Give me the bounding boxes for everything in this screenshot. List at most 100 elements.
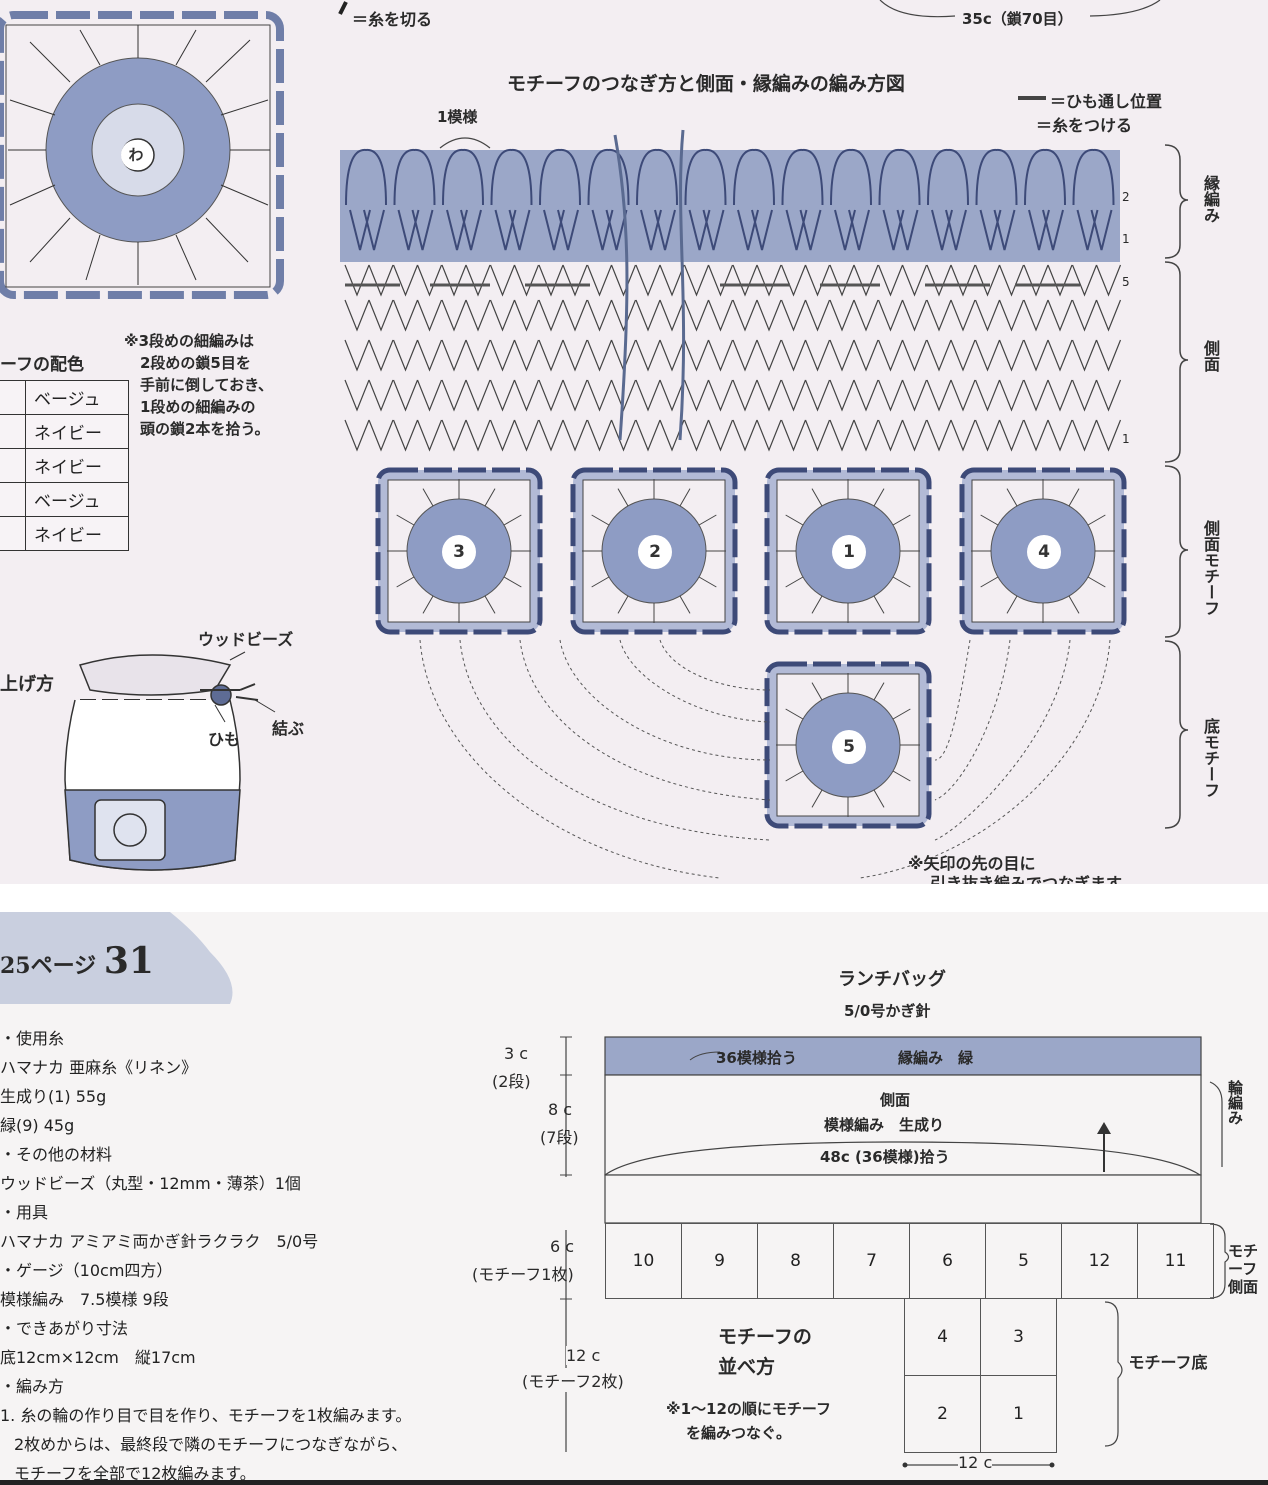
dim-motif1: (モチーフ1枚) [472, 1265, 574, 1284]
section-bottom-motif-label: 底モチーフ [1201, 718, 1220, 798]
dim-motif2: (モチーフ2枚) [522, 1368, 624, 1392]
hook-size: 5/0号かぎ針 [844, 1002, 931, 1020]
side-label: 側面 [880, 1091, 911, 1109]
finished-bag-illustration [64, 651, 276, 871]
dim-3c: 3 c [504, 1044, 529, 1063]
edge-label: 縁編み 緑 [898, 1049, 974, 1067]
note-line: 手前に倒しておき、 [140, 376, 274, 394]
material-line: ・ゲージ（10cm四方） [0, 1261, 173, 1280]
note-line: 2段めの鎖5目を [140, 354, 251, 372]
material-line: ・編み方 [0, 1377, 65, 1396]
row3-note: ※3段めの細編みは 2段めの鎖5目を 手前に倒しておき、 1段めの細編みの 頭の… [124, 330, 273, 440]
row-number: 2 [1122, 190, 1130, 204]
page-ref: 25ページ 31 [0, 940, 154, 982]
one-pattern-label: 1模様 [437, 108, 478, 126]
motif-cell: 9 [681, 1223, 758, 1299]
dim-bottom-12c: 12 c [958, 1453, 993, 1472]
lunch-bag-diagram [0, 912, 1230, 1468]
section-braces [1164, 144, 1189, 829]
dim-7rows: (7段) [540, 1128, 579, 1147]
motif-number-1: 1 [832, 535, 866, 569]
color-table-title: ーフの配色 [0, 355, 84, 375]
dim-12c: 12 c [566, 1346, 601, 1365]
join-arrows [419, 639, 1111, 879]
note-line: 頭の鎖2本を拾う。 [140, 420, 270, 438]
motif-cell: 4 [904, 1298, 981, 1376]
side-pattern: 模様編み 生成り [824, 1116, 945, 1134]
arrange-note-2: を編みつなぐ。 [686, 1424, 792, 1442]
motif-cell: 8 [757, 1223, 834, 1299]
material-line: 模様編み 7.5模様 9段 [0, 1290, 169, 1309]
arrange-title-2: 並べ方 [718, 1356, 776, 1378]
page-ref-text: 25ページ [0, 953, 97, 979]
section-edge-label: 縁編み [1201, 175, 1220, 223]
page-number: 31 [103, 940, 154, 982]
arrange-title: モチーフの [718, 1326, 812, 1348]
motif-cell: 3 [980, 1298, 1057, 1376]
dim-2rows: (2段) [492, 1072, 531, 1091]
stitch-rows [344, 264, 1122, 452]
motif-cell: 7 [833, 1223, 910, 1299]
finish-title: 上げ方 [0, 674, 54, 695]
motif-cell: 2 [904, 1375, 981, 1453]
motif-number-4: 4 [1027, 535, 1061, 569]
material-line: ハマナカ アミアミ両かぎ針ラクラク 5/0号 [0, 1232, 319, 1251]
label-string: ひも [208, 730, 241, 749]
material-line: 底12cm×12cm 縦17cm [0, 1348, 196, 1367]
label-tie: 結ぶ [272, 719, 305, 738]
motif-cell: 12 [1061, 1223, 1138, 1299]
material-line: ・用具 [0, 1203, 49, 1222]
edge-band [340, 148, 1120, 262]
legend-attach-yarn: ＝糸をつける [1036, 116, 1133, 135]
color-cell: ベージュ [25, 482, 129, 517]
material-line: ・その他の材料 [0, 1145, 113, 1164]
ring-edge-label: 輪編み [1226, 1080, 1244, 1125]
label-wood-beads: ウッドビーズ [198, 630, 294, 649]
material-line: ・できあがり寸法 [0, 1319, 129, 1338]
section-side-motif-label: 側面モチーフ [1201, 520, 1220, 616]
diagram-title: モチーフのつなぎ方と側面・縁編みの編み方図 [507, 73, 905, 95]
row-number: 1 [1122, 432, 1130, 446]
measure-top: 35c（鎖70目） [962, 8, 1073, 29]
motif-squares [375, 467, 1127, 829]
bottom-edge-bar [0, 1480, 1268, 1485]
material-line: モチーフを全部で12枚編みます。 [14, 1464, 256, 1482]
motif-cell: 1 [980, 1375, 1057, 1453]
color-table: ベージュ ネイビー ネイビー ベージュ ネイビー [0, 380, 129, 551]
motif-number-2: 2 [638, 535, 672, 569]
row-number: 1 [1122, 232, 1130, 246]
motif-cell: 6 [909, 1223, 986, 1299]
color-cell: ネイビー [25, 414, 129, 449]
motif-cell: 11 [1137, 1223, 1214, 1299]
arrow-note-2: 引き抜き編みでつなぎます [930, 874, 1123, 884]
bottom-motif-grid: 4 3 2 1 [904, 1298, 1057, 1453]
arrow-note: ※矢印の先の目に [908, 854, 1036, 873]
motif-cell: 10 [605, 1223, 682, 1299]
color-cell: ネイビー [25, 448, 129, 483]
string-curves [613, 129, 686, 441]
bottom-motif-label: モチーフ底 [1128, 1353, 1208, 1372]
material-line: 緑(9) 45g [0, 1116, 75, 1135]
ring-label: わ [121, 140, 151, 170]
motif-cell: 5 [985, 1223, 1062, 1299]
legend-cut-yarn: ＝糸を切る [352, 10, 433, 29]
material-line: 生成り(1) 55g [0, 1087, 107, 1106]
arrange-note: ※1〜12の順にモチーフ [666, 1400, 831, 1418]
color-cell: ベージュ [25, 380, 129, 415]
section-side-label: 側面 [1201, 340, 1220, 372]
note-line: ※3段めの細編みは [124, 332, 255, 350]
side-motif-label: モチーフ側面 [1228, 1242, 1259, 1296]
note-line: 1段めの細編みの [140, 398, 256, 416]
dim-6c: 6 c [550, 1237, 575, 1256]
motif-number-3: 3 [442, 535, 476, 569]
edge-pick: 36模様拾う [716, 1049, 797, 1067]
material-line: ウッドビーズ（丸型・12mm・薄茶）1個 [0, 1174, 301, 1193]
material-line: 2枚めからは、最終段で隣のモチーフにつなぎながら、 [14, 1435, 408, 1454]
dim-8c: 8 c [548, 1100, 573, 1119]
color-cell: ネイビー [25, 516, 129, 551]
legend-string-position: ＝ひも通し位置 [1050, 92, 1163, 111]
side-pick: 48c (36模様)拾う [820, 1146, 950, 1167]
